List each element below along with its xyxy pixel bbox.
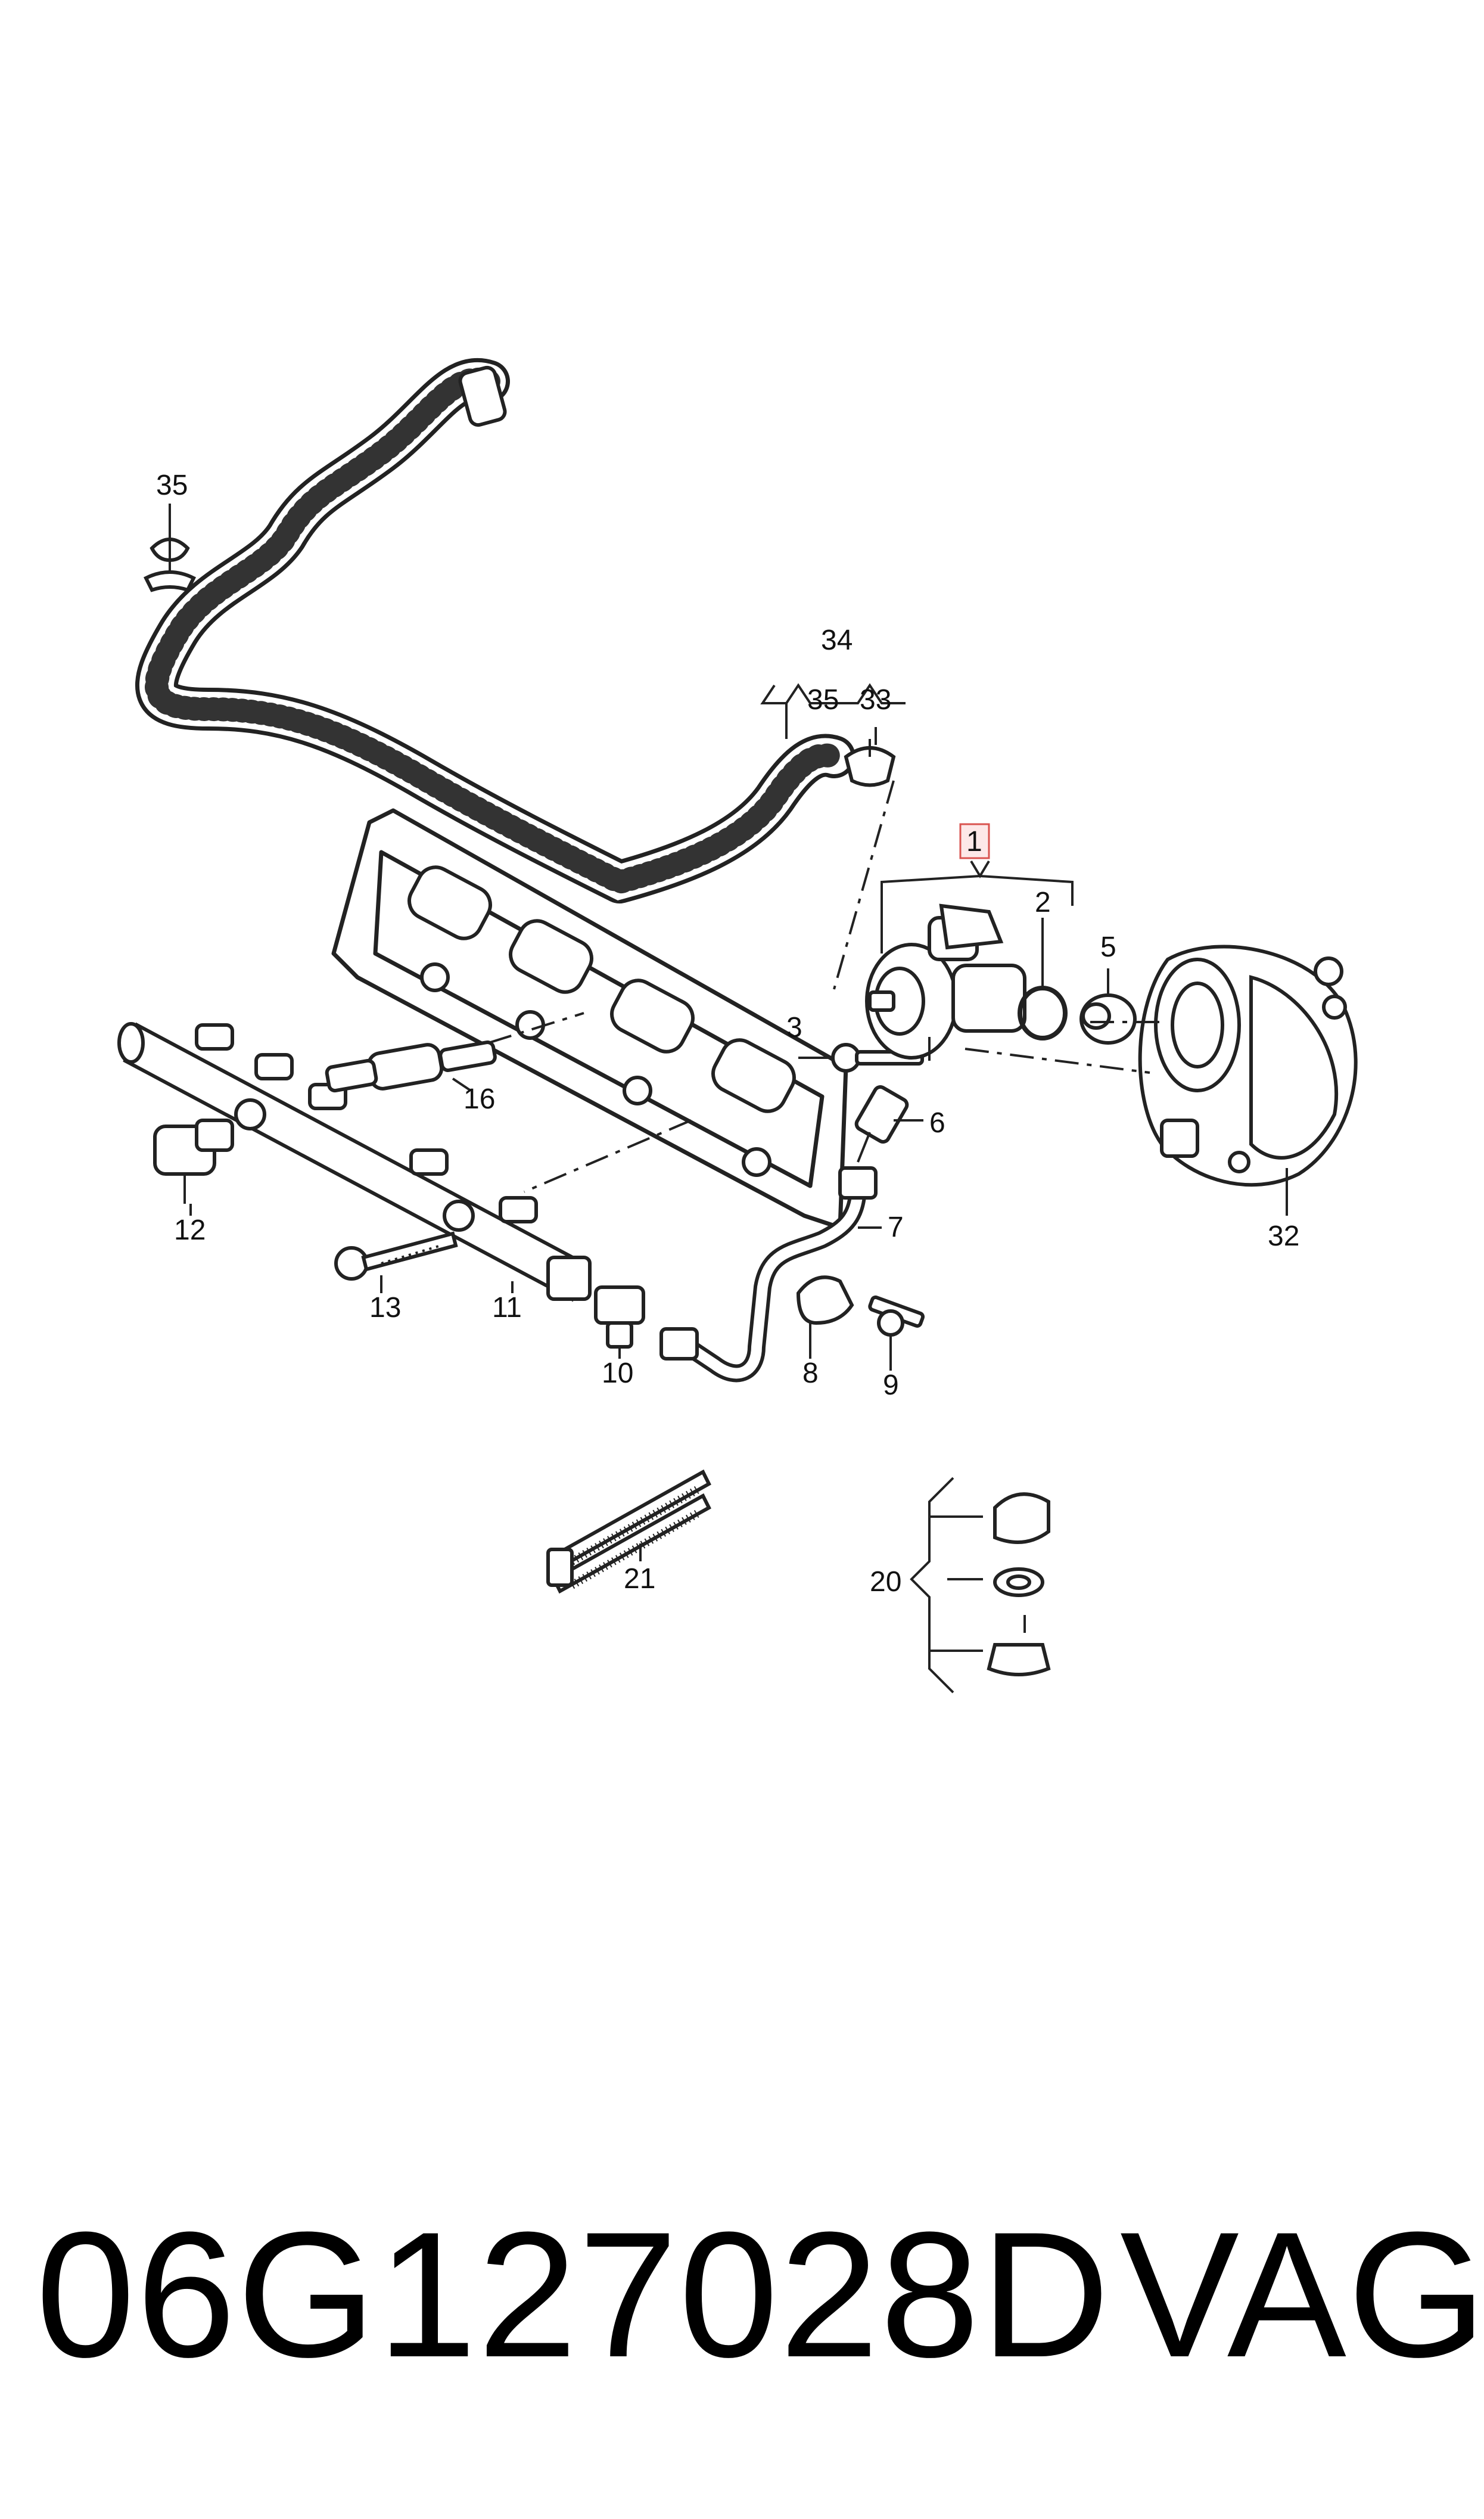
- callout-35-hose: 35: [807, 684, 839, 716]
- callout-3: 3: [786, 1012, 802, 1043]
- pump-outlet-fitting: [854, 1085, 909, 1163]
- highlight-box: [959, 823, 990, 859]
- high-pressure-fuel-line: [659, 1166, 878, 1383]
- intake-manifold-flange: [331, 808, 848, 1230]
- callout-21: 21: [624, 1563, 655, 1595]
- callout-8: 8: [802, 1358, 819, 1389]
- fuel-pressure-sensor: [153, 1119, 234, 1204]
- callout-12: 12: [174, 1215, 206, 1246]
- callout-20: 20: [870, 1566, 901, 1598]
- callout-6: 6: [929, 1107, 945, 1139]
- threaded-fitting: [594, 1285, 645, 1349]
- fuel-hose: [135, 358, 855, 903]
- leader-lines: [169, 504, 1288, 1561]
- callout-16: 16: [463, 1083, 495, 1115]
- rail-mounting-bolt: [334, 1231, 458, 1281]
- pump-o-ring: [1018, 986, 1068, 1040]
- fuel-rail: [117, 1022, 592, 1302]
- callout-1: 1: [966, 826, 982, 858]
- callout-13: 13: [369, 1292, 401, 1324]
- callout-10: 10: [602, 1358, 633, 1389]
- callout-2: 2: [1035, 887, 1051, 918]
- hose-clip: [143, 524, 197, 592]
- part-number-caption: 06G127028D: [36, 2194, 1111, 2394]
- fuel-injector: [325, 1012, 584, 1093]
- callout-33: 33: [860, 684, 891, 716]
- vacuum-pump-housing: [1138, 945, 1358, 1187]
- callout-32: 32: [1268, 1220, 1299, 1252]
- clip-set: [910, 1477, 1051, 1694]
- callout-11: 11: [492, 1292, 522, 1324]
- callout-34: 34: [821, 625, 853, 656]
- callout-9: 9: [883, 1369, 899, 1401]
- callout-7: 7: [888, 1212, 904, 1243]
- high-pressure-fuel-pump: [865, 903, 1026, 1061]
- line-bracket: [796, 1275, 854, 1325]
- roller-tappet: [1079, 993, 1137, 1045]
- callout-35-clip: 35: [156, 470, 188, 501]
- brand-caption: VAG: [1120, 2194, 1484, 2394]
- hose-clamp: [844, 739, 896, 787]
- cable-tie: [546, 1469, 711, 1594]
- callout-5: 5: [1100, 931, 1116, 963]
- bracket-bolt: [868, 1295, 925, 1337]
